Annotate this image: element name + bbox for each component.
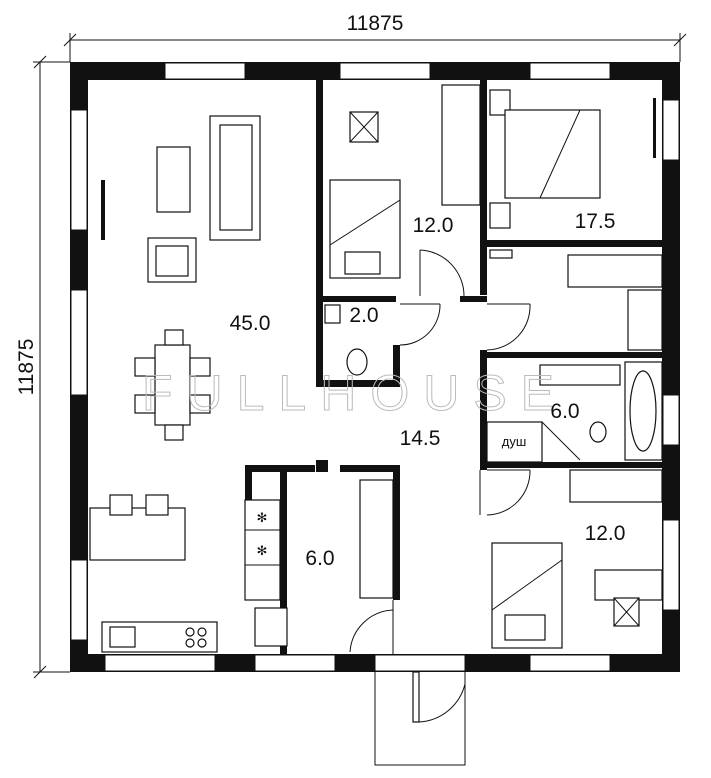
wardrobe-bedroom-bottom <box>569 469 663 503</box>
svg-text:✻: ✻ <box>257 543 268 558</box>
dimension-top: 11875 <box>63 12 687 62</box>
washer <box>254 607 288 647</box>
dimension-left: 11875 <box>15 55 70 679</box>
shower-label: душ <box>502 434 527 449</box>
area-living: 45.0 <box>230 312 271 335</box>
master-bed <box>504 109 601 199</box>
area-bedroom-bottom: 12.0 <box>585 522 626 545</box>
coffee-table <box>156 146 191 213</box>
bath-sinks <box>539 364 621 386</box>
windows <box>70 62 680 672</box>
height-label: 11875 <box>15 339 38 396</box>
wardrobe-bedroom <box>441 84 481 206</box>
desk <box>594 569 663 601</box>
doors <box>349 249 531 655</box>
area-bedroom-master: 17.5 <box>575 210 616 233</box>
dining-table <box>154 344 191 426</box>
area-wc: 2.0 <box>349 304 378 327</box>
tv <box>101 180 105 240</box>
shower <box>486 421 543 463</box>
fridge <box>244 499 281 601</box>
porch <box>374 671 466 766</box>
area-storage: 6.0 <box>305 547 334 570</box>
wardrobe-master <box>567 254 663 288</box>
area-bathroom: 6.0 <box>550 400 579 423</box>
kitchen-island <box>89 507 186 561</box>
area-hall: 14.5 <box>400 427 441 450</box>
wc-sink <box>324 304 341 324</box>
watermark: FULLHOUSE <box>142 365 568 421</box>
furniture: ✻ ✻ <box>89 84 663 653</box>
wardrobe <box>359 479 394 599</box>
width-label: 11875 <box>347 12 404 35</box>
svg-text:✻: ✻ <box>257 510 268 525</box>
toilet <box>346 348 368 376</box>
area-bedroom-top: 12.0 <box>413 214 454 237</box>
interior-walls <box>245 80 662 655</box>
